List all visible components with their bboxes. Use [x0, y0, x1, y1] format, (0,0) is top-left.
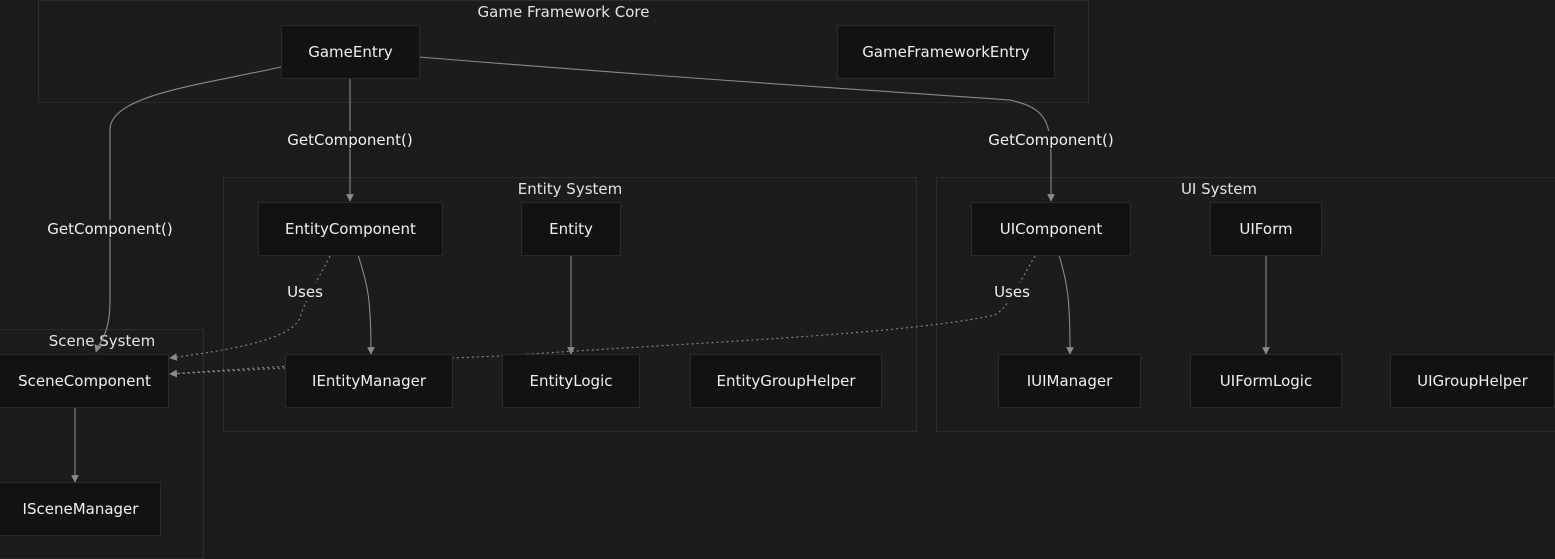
edge-entitycomponent-ientitymanager	[357, 254, 375, 355]
node-ui-form[interactable]: UIForm	[1210, 202, 1322, 256]
cluster-title-core: Game Framework Core	[477, 3, 650, 21]
node-entity-component[interactable]: EntityComponent	[258, 202, 443, 256]
node-entity[interactable]: Entity	[521, 202, 621, 256]
node-entity-logic[interactable]: EntityLogic	[502, 354, 640, 408]
node-ui-form-logic[interactable]: UIFormLogic	[1190, 354, 1342, 408]
edge-label-getcomponent-entity: GetComponent()	[285, 131, 415, 149]
cluster-title-entity: Entity System	[517, 180, 623, 198]
node-scene-component[interactable]: SceneComponent	[0, 354, 169, 408]
edge-ientitymanager-scene	[169, 367, 286, 378]
node-entity-group-helper[interactable]: EntityGroupHelper	[690, 354, 882, 408]
node-game-entry[interactable]: GameEntry	[281, 25, 420, 79]
edge-entitycomponent-uses-scene	[169, 255, 331, 361]
node-ui-component[interactable]: UIComponent	[971, 202, 1131, 256]
cluster-title-scene: Scene System	[48, 332, 156, 350]
node-game-framework-entry[interactable]: GameFrameworkEntry	[837, 25, 1055, 79]
edge-uicomponent-iuimanager	[1058, 254, 1074, 355]
node-iscene-manager[interactable]: ISceneManager	[0, 482, 161, 536]
edge-label-uses-ui: Uses	[992, 283, 1032, 301]
node-iui-manager[interactable]: IUIManager	[998, 354, 1141, 408]
edge-gameentry-uicomponent	[418, 56, 1055, 202]
node-ui-group-helper[interactable]: UIGroupHelper	[1390, 354, 1555, 408]
edge-label-getcomponent-ui: GetComponent()	[986, 131, 1116, 149]
cluster-title-ui: UI System	[1180, 180, 1258, 198]
edge-label-uses-entity: Uses	[285, 283, 325, 301]
node-ientity-manager[interactable]: IEntityManager	[285, 354, 453, 408]
edge-label-getcomponent-scene: GetComponent()	[45, 220, 175, 238]
edge-gameentry-scenecomponent	[94, 66, 282, 353]
